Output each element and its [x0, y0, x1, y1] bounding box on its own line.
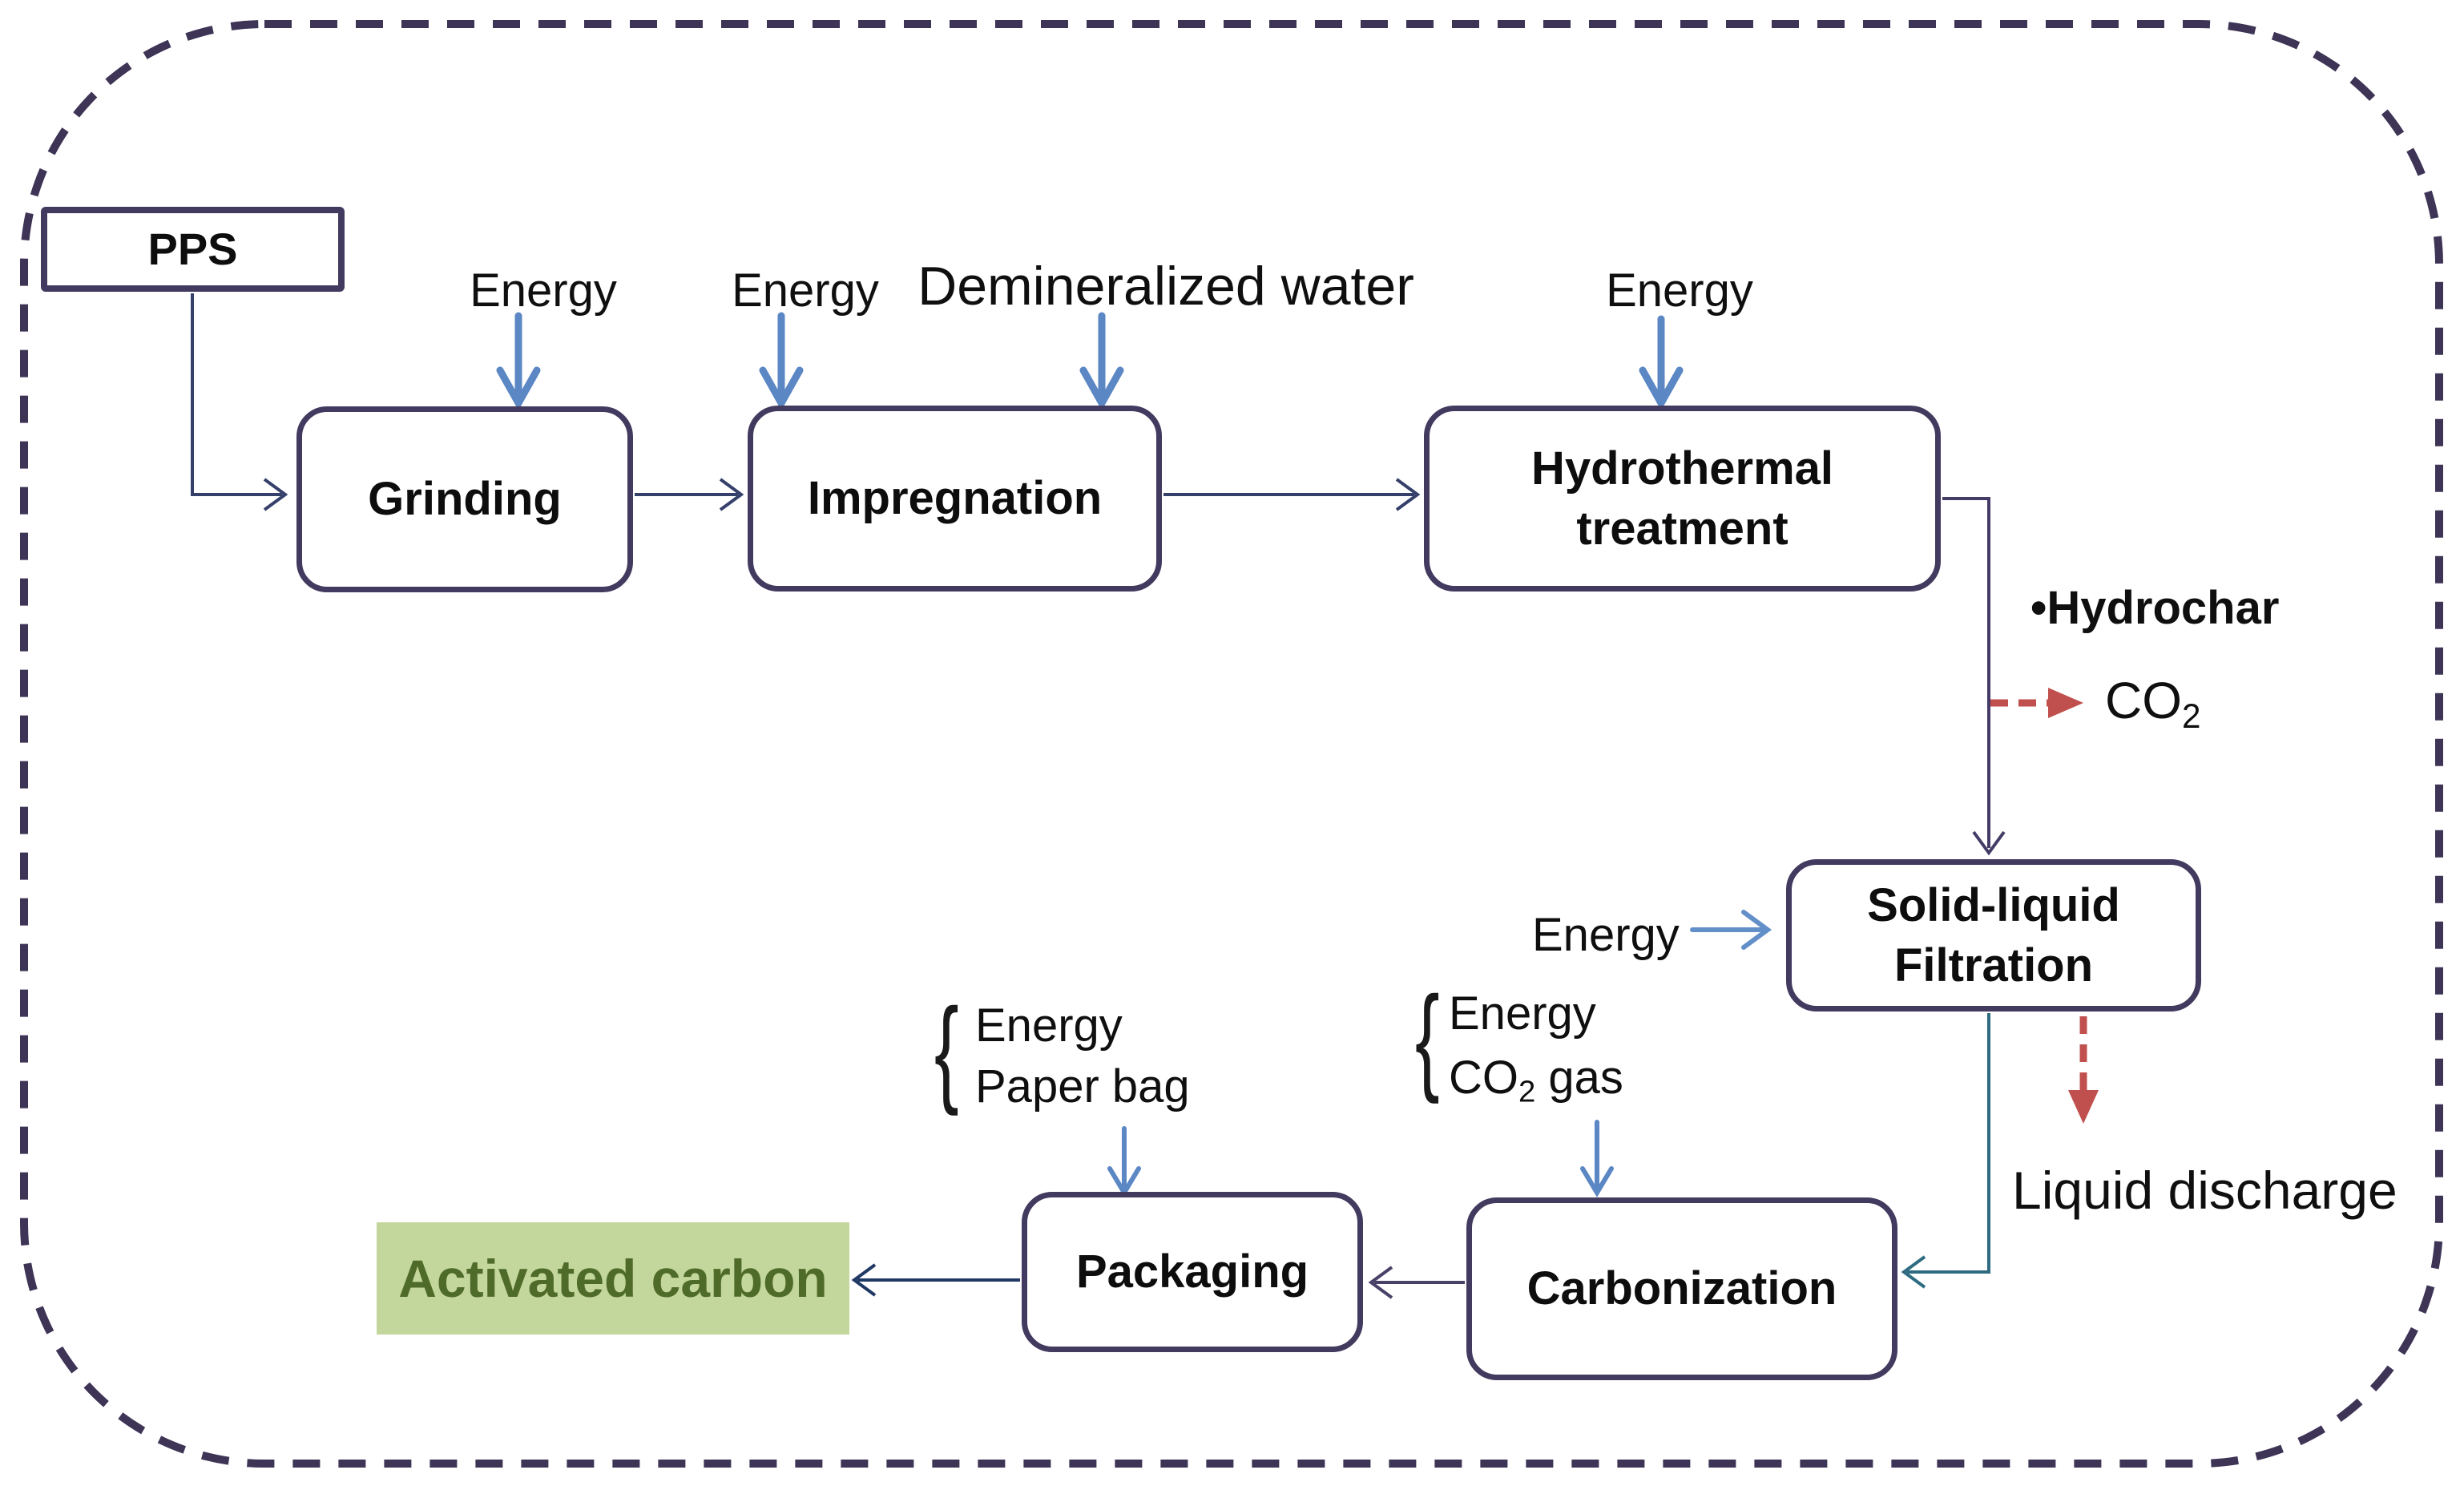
energy-arrow-grinding	[496, 312, 541, 411]
process-box-pps: PPS	[41, 207, 345, 292]
process-box-solid-liquid-filtration: Solid-liquid Filtration	[1786, 859, 2201, 1012]
co2-gas-subscript: 2	[1518, 1074, 1536, 1109]
hydrochar-label: •Hydrochar	[2030, 582, 2280, 634]
process-box-carbonization: Carbonization	[1466, 1197, 1897, 1380]
carbonization-inputs-brace: {	[1415, 972, 1440, 1104]
process-box-impregnation: Impregnation	[748, 406, 1162, 592]
demineralized-water-label: Demineralized water	[917, 256, 1414, 317]
packaging-label: Packaging	[1075, 1246, 1309, 1298]
connector-hydrothermal-filtration	[1942, 497, 2006, 856]
energy-arrow-impregnation	[759, 312, 804, 411]
connector-impregnation-hydrothermal	[1163, 478, 1421, 511]
demineralized-water-arrow	[1079, 312, 1124, 411]
process-box-grinding: Grinding	[296, 406, 633, 592]
connector-pps-grinding	[191, 293, 288, 511]
pps-label: PPS	[147, 223, 238, 274]
liquid-discharge-arrow	[2068, 1016, 2099, 1124]
process-box-packaging: Packaging	[1022, 1192, 1363, 1352]
co2-subscript: 2	[2182, 697, 2201, 735]
connector-packaging-activated-carbon	[851, 1263, 1020, 1297]
energy-label-filtration: Energy	[1532, 909, 1680, 961]
connector-grinding-impregnation	[635, 478, 744, 511]
hydrochar-bullet: •	[2030, 582, 2047, 634]
liquid-discharge-label: Liquid discharge	[2012, 1161, 2397, 1220]
impregnation-label: Impregnation	[807, 472, 1103, 525]
grinding-label: Grinding	[368, 473, 562, 526]
energy-label-carbonization: Energy	[1449, 987, 1596, 1040]
energy-label-impregnation: Energy	[732, 264, 879, 317]
co2-gas-label: CO2 gas	[1449, 1052, 1623, 1109]
energy-label-grinding: Energy	[470, 264, 617, 317]
connector-carbonization-packaging	[1368, 1266, 1465, 1299]
activated-carbon-result-box: Activated carbon	[377, 1222, 849, 1335]
energy-arrow-packaging	[1107, 1126, 1141, 1197]
hydrothermal-label: Hydrothermal treatment	[1530, 442, 1834, 555]
process-box-hydrothermal-treatment: Hydrothermal treatment	[1424, 406, 1941, 592]
filtration-label: Solid-liquid Filtration	[1867, 878, 2120, 991]
energy-arrow-hydrothermal	[1639, 315, 1684, 411]
connector-filtration-carbonization	[1901, 1013, 1990, 1289]
energy-label-packaging: Energy	[975, 999, 1123, 1052]
paper-bag-label: Paper bag	[975, 1060, 1190, 1112]
energy-label-hydrothermal: Energy	[1606, 264, 1753, 317]
energy-arrow-carbonization	[1580, 1120, 1614, 1197]
activated-carbon-label: Activated carbon	[398, 1249, 828, 1308]
co2-label: CO2	[2105, 672, 2201, 735]
carbonization-label: Carbonization	[1526, 1262, 1837, 1315]
energy-arrow-filtration	[1690, 910, 1772, 950]
co2-emission-arrow	[1990, 688, 2083, 718]
dashed-boundary	[20, 20, 2443, 1468]
packaging-inputs-brace: {	[934, 984, 959, 1117]
